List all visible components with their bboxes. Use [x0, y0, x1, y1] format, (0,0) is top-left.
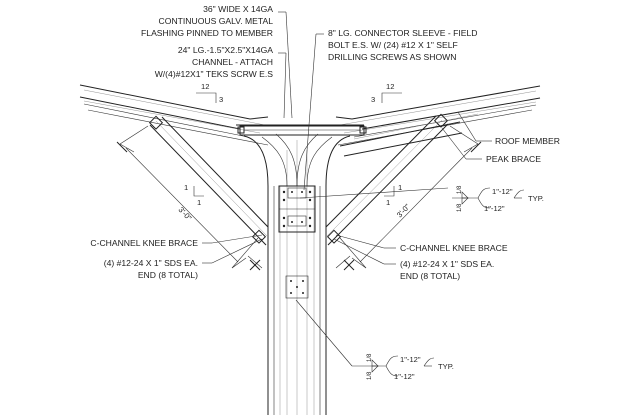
roof-member-left [79, 84, 271, 146]
weld-lower-spacing-top: 1"-12" [400, 355, 421, 364]
brace-left-run: 1 [197, 198, 201, 207]
lower-sleeve-plate [285, 275, 309, 299]
column-peak-transition [243, 133, 351, 187]
weld-upper-size-bottom: 1/8 [457, 203, 463, 212]
callout-channel-line-3: W/(4)#12X1" TEKS SCRW E.S [155, 69, 274, 79]
knee-brace-right [325, 113, 449, 246]
weld-lower-size-top: 1/8 [367, 353, 373, 362]
callout-flashing-line-2: CONTINUOUS GALV. METAL [159, 16, 274, 26]
weld-symbol-lower: 1/8 1/8 1"-12" 1"-12" TYP. [352, 353, 454, 381]
dimension-ticks [116, 141, 482, 271]
peak-flashing [236, 124, 367, 136]
weld-upper-typ: TYP. [528, 194, 544, 203]
callout-flashing-line-1: 36" WIDE X 14GA [203, 4, 273, 14]
weld-lower-size-bottom: 1/8 [367, 371, 373, 380]
knee-brace-left [148, 115, 269, 246]
slope-right-run: 12 [386, 82, 394, 91]
brace-angle-left: 1 1 [184, 183, 204, 207]
callout-roof-member: ROOF MEMBER [495, 136, 560, 146]
brace-right-rise: 1 [398, 183, 402, 192]
channel-clip-left [237, 126, 245, 134]
dimension-right [335, 125, 479, 269]
dimension-left-label: 3'-0" [177, 205, 194, 222]
roof-member-right [333, 85, 541, 146]
sleeve-screw-pattern [282, 190, 312, 228]
peak-brace [339, 113, 479, 157]
weld-upper-spacing-bottom: 1"-12" [484, 204, 505, 213]
callout-channel-line-1: 24" LG.-1.5"X2.5"X14GA [178, 45, 273, 55]
column [267, 140, 327, 415]
brace-right-run: 1 [386, 198, 390, 207]
slope-right-rise: 3 [371, 95, 375, 104]
callout-knee-brace-right: C-CHANNEL KNEE BRACE [400, 243, 508, 253]
callout-sleeve-line-2: BOLT E.S. W/ (24) #12 X 1" SELF [328, 40, 458, 50]
callout-sds-left-line-2: END (8 TOTAL) [138, 270, 198, 280]
weld-symbol-upper: 1/8 1/8 1"-12" 1"-12" TYP. [452, 185, 544, 213]
weld-lower-spacing-bottom: 1"-12" [394, 372, 415, 381]
callout-sds-left-line-1: (4) #12-24 X 1" SDS EA. [104, 258, 198, 268]
callout-sds-right-line-2: END (8 TOTAL) [400, 271, 460, 281]
slope-left-run: 12 [201, 82, 209, 91]
callout-peak-brace: PEAK BRACE [486, 154, 541, 164]
brace-left-rise: 1 [184, 183, 188, 192]
connector-sleeve [278, 185, 316, 233]
callout-leaders [202, 11, 492, 367]
callout-sleeve-line-1: 8" LG. CONNECTOR SLEEVE - FIELD [328, 28, 478, 38]
dimension-right-label: 3'-0" [395, 202, 412, 219]
callout-sleeve-line-3: DRILLING SCREWS AS SHOWN [328, 52, 456, 62]
callout-sds-right-line-1: (4) #12-24 X 1" SDS EA. [400, 259, 494, 269]
slope-left-rise: 3 [219, 95, 223, 104]
weld-lower-typ: TYP. [438, 362, 454, 371]
weld-upper-size-top: 1/8 [457, 185, 463, 194]
slope-symbol-left: 12 3 [196, 82, 223, 104]
slope-symbol-right: 12 3 [371, 82, 402, 104]
weld-upper-spacing-top: 1"-12" [492, 187, 513, 196]
channel-clip-right [359, 126, 367, 134]
callout-channel-line-2: CHANNEL - ATTACH [192, 57, 273, 67]
callout-flashing-line-3: FLASHING PINNED TO MEMBER [141, 28, 273, 38]
dimension-left [119, 125, 263, 269]
brace-angle-right: 1 1 [384, 183, 402, 207]
callout-knee-brace-left: C-CHANNEL KNEE BRACE [90, 238, 198, 248]
